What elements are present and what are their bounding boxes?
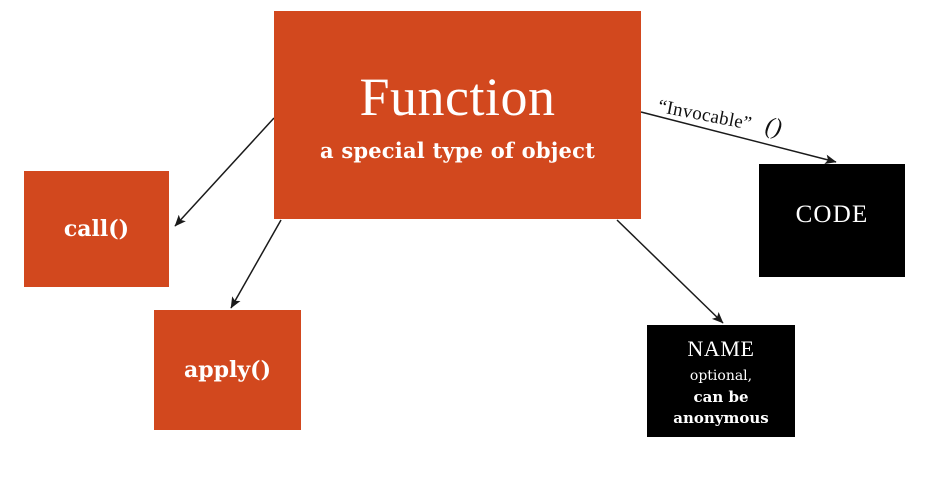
node-name-title: NAME: [687, 336, 755, 362]
node-name-line-anonymous: anonymous: [673, 408, 769, 427]
edge-function-to-name: [616, 219, 724, 324]
node-name[interactable]: NAME optional, can be anonymous: [647, 325, 795, 437]
edge-function-to-apply: [230, 219, 282, 309]
node-apply-label: apply(): [184, 356, 271, 383]
node-function[interactable]: Function a special type of object: [274, 11, 641, 219]
node-function-subtitle: a special type of object: [320, 138, 595, 164]
node-code[interactable]: CODE: [759, 164, 905, 277]
edge-label-invocable-text: “Invocable”: [656, 95, 754, 135]
node-name-line-canbe: can be: [693, 387, 749, 406]
edge-label-invocable-parens: (): [763, 112, 785, 142]
node-call-label: call(): [63, 215, 130, 242]
edge-function-to-call: [174, 117, 275, 227]
node-call[interactable]: call(): [24, 171, 169, 287]
node-apply[interactable]: apply(): [154, 310, 301, 430]
edge-label-invocable: “Invocable” (): [656, 92, 785, 142]
node-name-line-optional: optional,: [689, 368, 753, 385]
node-function-title: Function: [359, 67, 556, 127]
node-code-label: CODE: [795, 200, 869, 228]
